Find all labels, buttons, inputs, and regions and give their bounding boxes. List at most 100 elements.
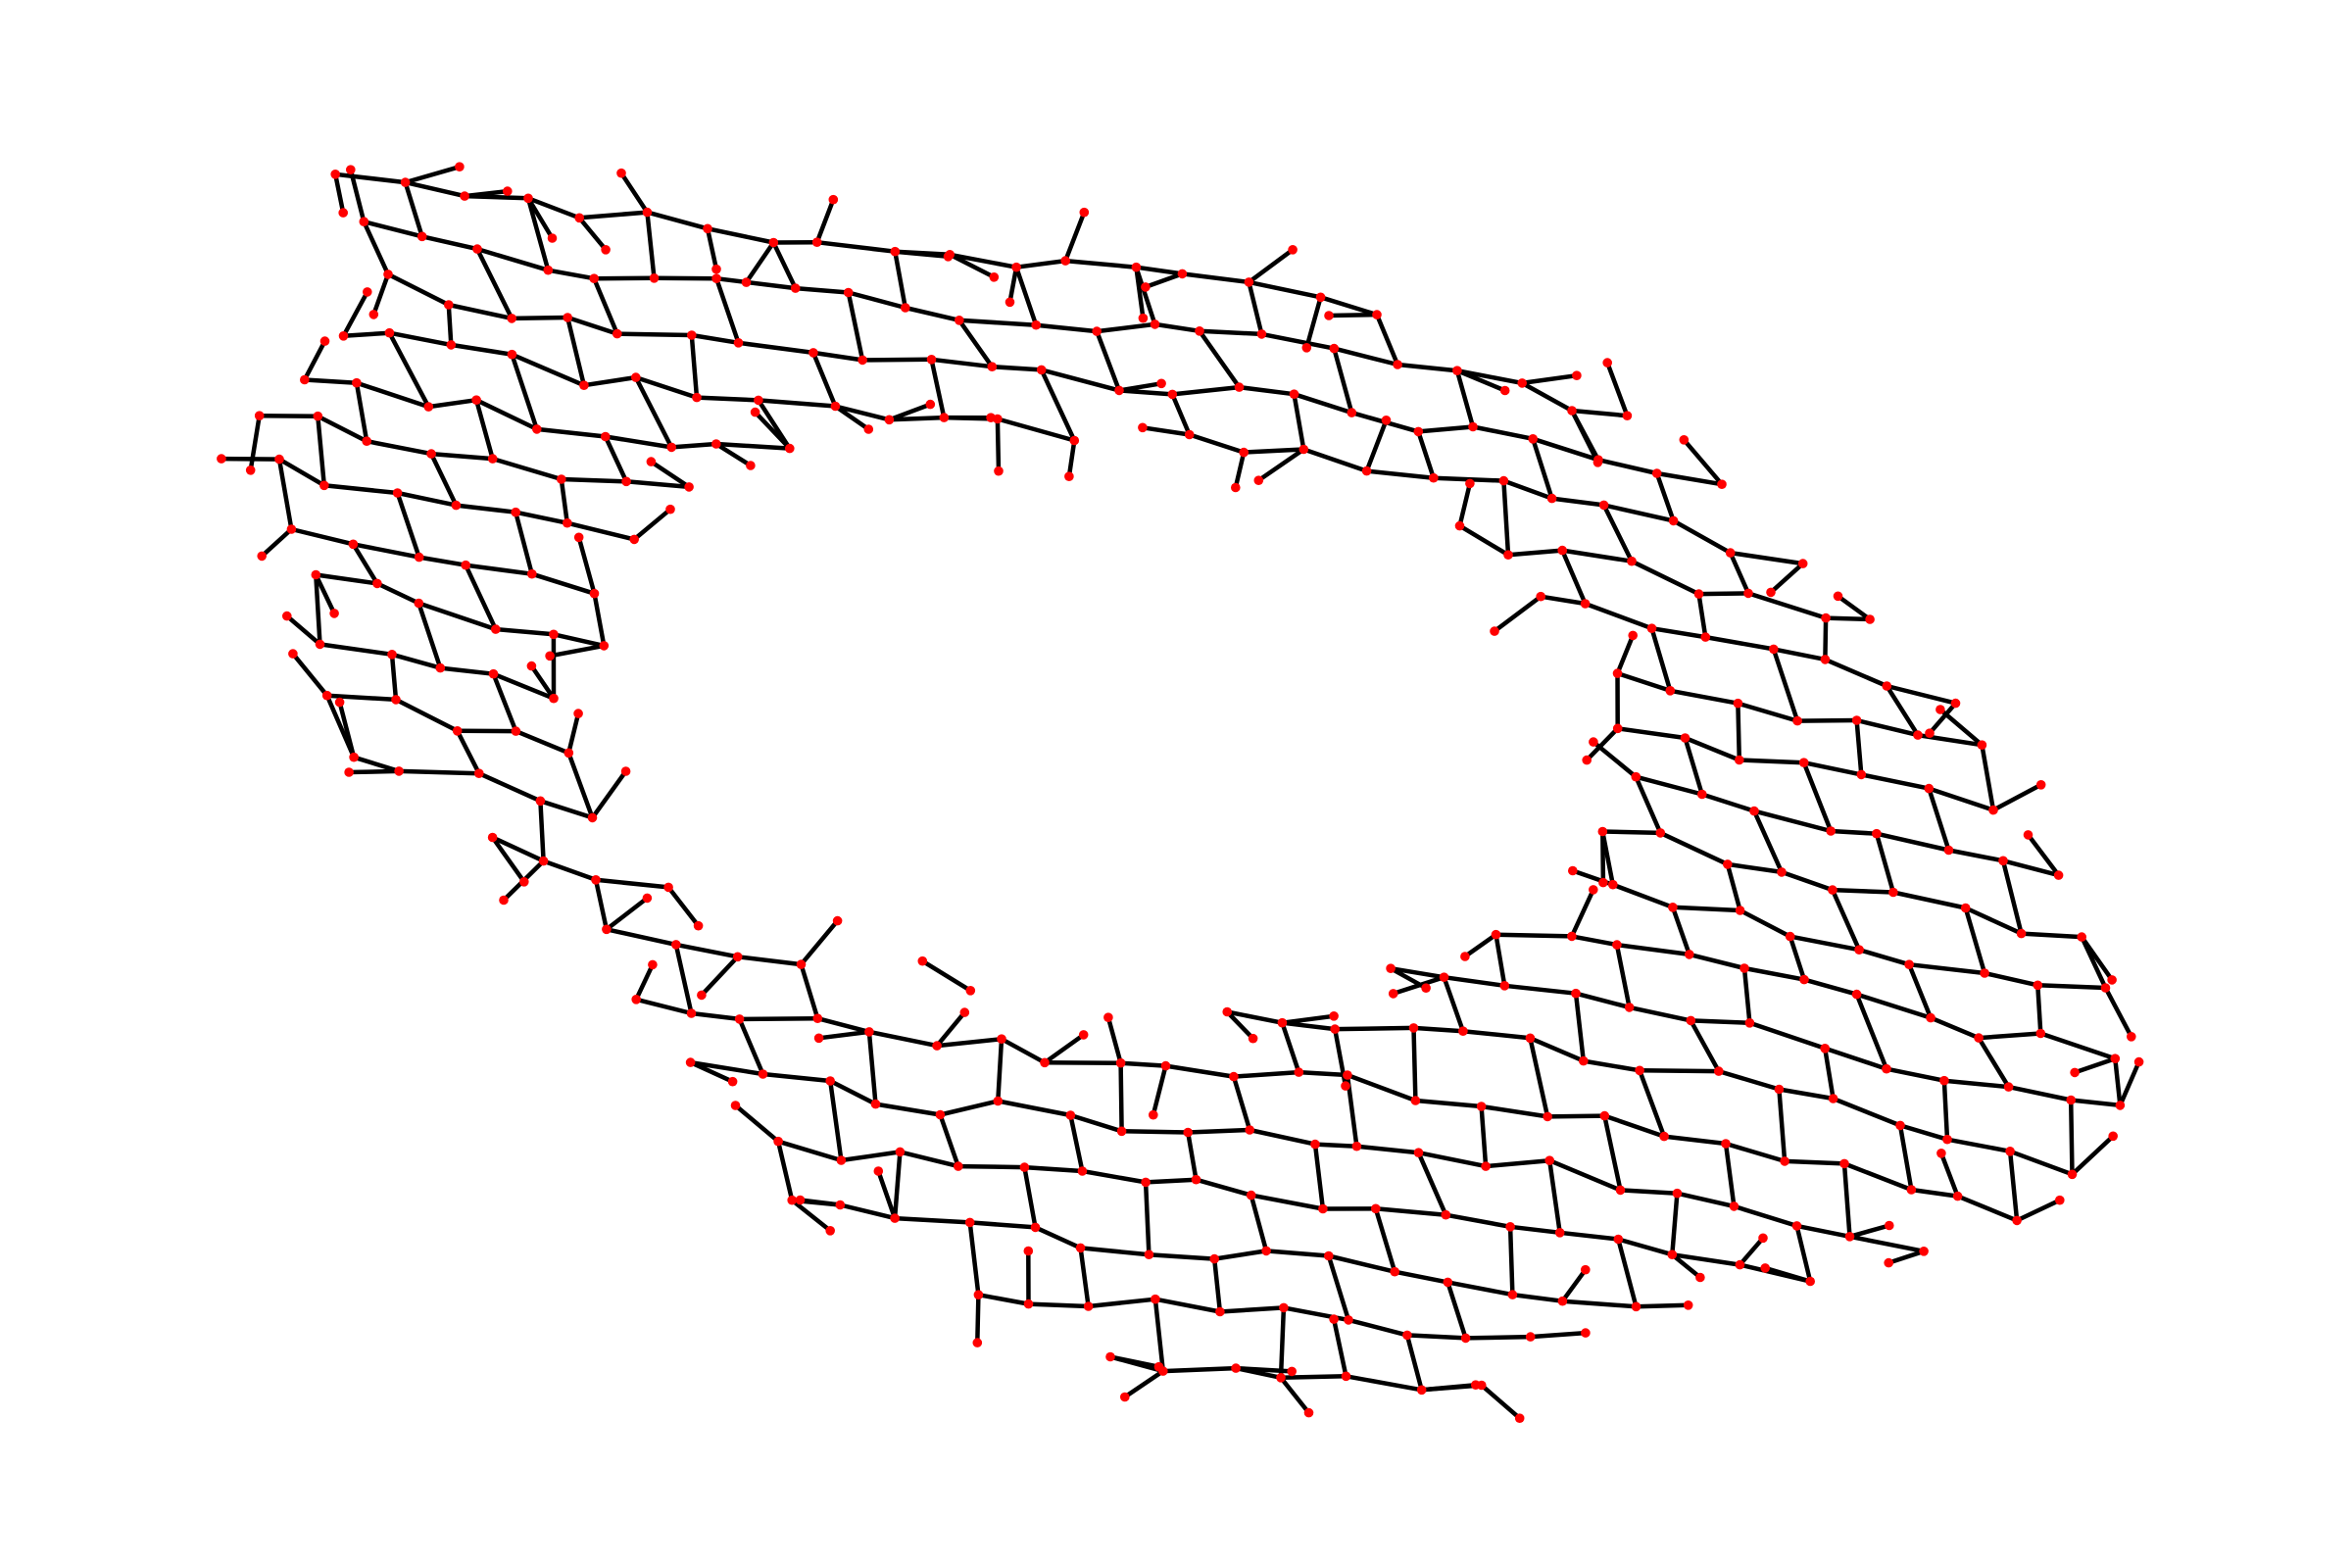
graph-node: [329, 609, 339, 618]
graph-node: [1517, 378, 1527, 388]
graph-edge: [1462, 932, 1498, 959]
graph-edge: [1661, 1134, 1729, 1147]
graph-node: [1040, 1057, 1050, 1068]
graph-edge: [938, 1099, 1001, 1117]
graph-node: [599, 641, 610, 651]
graph-edge: [1446, 1280, 1515, 1298]
graph-node: [1156, 378, 1166, 389]
graph-node: [1408, 1023, 1419, 1033]
graph-node: [1505, 1222, 1515, 1232]
graph-node: [1608, 879, 1618, 890]
graph-edge: [1689, 1018, 1722, 1074]
graph-node: [1612, 940, 1622, 950]
graph-edge: [1768, 561, 1805, 595]
graph-node: [1581, 1264, 1591, 1275]
graph-edge: [1211, 1256, 1223, 1314]
graph-node: [1733, 698, 1743, 709]
graph-edge: [689, 332, 741, 346]
graph-edge: [1152, 321, 1202, 334]
graph-edge: [1559, 548, 1635, 564]
graph-edge: [1331, 1316, 1348, 1379]
graph-node: [1289, 389, 1299, 400]
graph-edge: [1874, 831, 1951, 853]
graph-edge: [576, 535, 597, 596]
graph-node: [1882, 681, 1892, 691]
graph-node: [2005, 1147, 2015, 1156]
graph-edge: [866, 1029, 940, 1049]
graph-node: [1544, 1155, 1554, 1165]
graph-edge: [1494, 932, 1575, 939]
graph-node: [2053, 870, 2064, 880]
graph-edge: [1683, 735, 1742, 762]
graph-edge: [956, 318, 995, 369]
graph-edge: [1231, 1069, 1301, 1079]
graph-edge: [1068, 1112, 1085, 1174]
graph-edge: [1670, 1251, 1742, 1267]
graph-node: [901, 303, 910, 313]
graph-node: [1429, 472, 1439, 483]
graph-node: [835, 1200, 846, 1210]
graph-node: [1856, 769, 1867, 780]
graph-edge: [416, 601, 443, 670]
graph-node: [642, 893, 653, 904]
graph-node: [1138, 313, 1149, 323]
graph-node: [2003, 1082, 2014, 1092]
graph-node: [1023, 1298, 1034, 1309]
graph-edge: [581, 374, 639, 388]
graph-edge: [603, 434, 629, 484]
graph-edge: [1292, 391, 1306, 452]
graph-edge: [668, 441, 719, 450]
graph-node: [1279, 1302, 1289, 1313]
graph-node: [1343, 1070, 1352, 1080]
graph-node: [254, 411, 265, 421]
graph-edge: [1687, 952, 1747, 971]
graph-node: [315, 639, 325, 650]
graph-node: [452, 726, 463, 736]
graph-edge: [975, 1292, 981, 1346]
graph-edge: [1771, 647, 1828, 662]
graph-node: [692, 392, 702, 403]
graph-edge: [1042, 1032, 1086, 1065]
graph-edge: [1134, 265, 1185, 276]
graph-node: [282, 611, 292, 621]
graph-edge: [1610, 882, 1676, 910]
graph-node: [1490, 626, 1499, 636]
graph-node: [1952, 1191, 1963, 1201]
graph-edge: [694, 395, 761, 403]
graph-edge: [2070, 1134, 2116, 1177]
graph-edge: [1683, 735, 1705, 797]
graph-edge: [1771, 647, 1800, 723]
graph-edge: [1794, 1223, 1852, 1240]
graph-node: [649, 273, 660, 283]
graph-edge: [995, 416, 1002, 473]
graph-edge: [1723, 1141, 1788, 1164]
graph-edge: [1501, 478, 1511, 558]
graph-node: [768, 237, 779, 248]
graph-edge: [2035, 983, 2108, 991]
graph-edge: [876, 1168, 898, 1221]
graph-node: [1628, 630, 1638, 641]
graph-edge: [2103, 985, 2134, 1040]
graph-node: [811, 237, 822, 247]
graph-edge: [1741, 965, 1807, 982]
graph-node: [1717, 479, 1727, 490]
graph-node: [1622, 411, 1633, 421]
graph-node: [1798, 758, 1809, 767]
graph-edge: [490, 456, 564, 482]
graph-edge: [1699, 792, 1757, 813]
graph-edge: [1022, 1164, 1085, 1174]
graph-node: [1481, 1161, 1491, 1171]
graph-edge: [1119, 1129, 1191, 1135]
graph-node: [1416, 1385, 1427, 1396]
graph-node: [1683, 1300, 1693, 1310]
graph-edge: [314, 572, 337, 616]
graph-nodes: [217, 162, 2144, 1423]
graph-edge: [219, 456, 282, 462]
graph-node: [1229, 1071, 1239, 1082]
graph-node: [1361, 466, 1372, 476]
graph-edge: [1723, 1141, 1737, 1209]
graph-edge: [259, 526, 294, 559]
graph-node: [2115, 1101, 2126, 1110]
graph-edge: [996, 1099, 1073, 1118]
graph-edge: [1318, 295, 1380, 318]
